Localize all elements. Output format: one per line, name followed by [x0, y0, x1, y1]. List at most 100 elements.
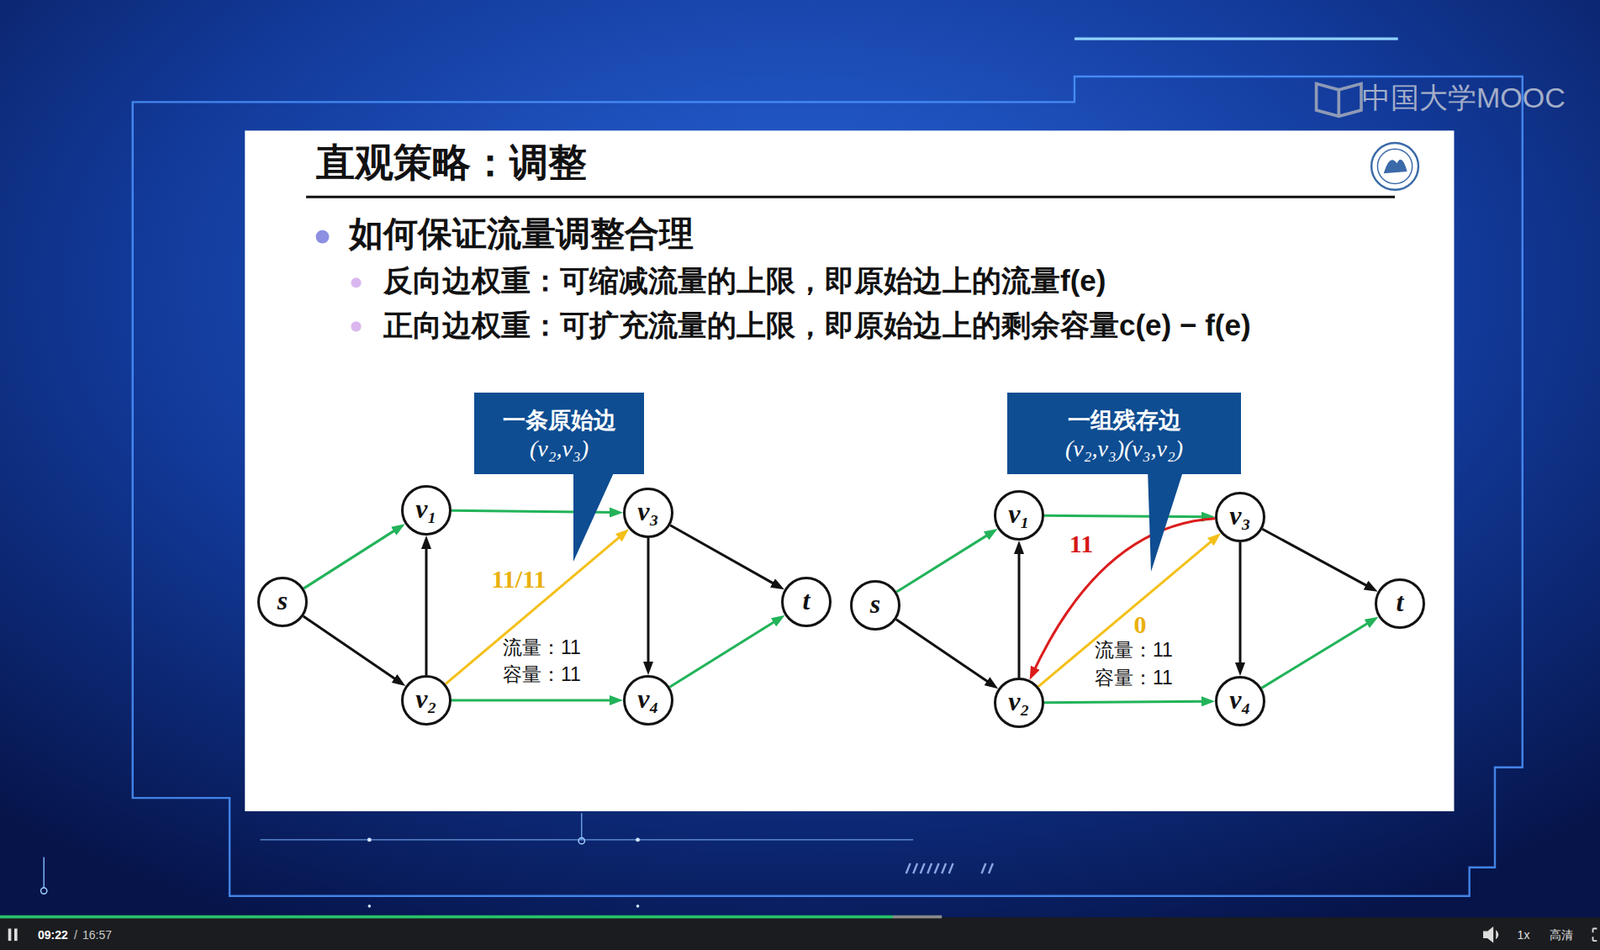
flow-arrow	[303, 616, 402, 683]
vertex-circle	[782, 578, 831, 627]
volume-icon	[1483, 927, 1499, 942]
university-logo	[1371, 142, 1419, 191]
edge-note: 流量：11	[1094, 638, 1173, 663]
player-time: /	[73, 928, 78, 943]
vertex-name: s	[870, 590, 881, 621]
slide-title: 直观策略：调整	[316, 139, 587, 186]
bullet-text: 如何保证流量调整合理	[348, 213, 694, 255]
frame-dot	[578, 837, 585, 844]
frame-line	[1074, 37, 1399, 41]
flow-arrow	[1044, 515, 1210, 517]
flow-arrow	[896, 532, 993, 592]
flow-arrow	[1038, 537, 1217, 687]
vertex-circle	[258, 578, 307, 627]
graph-vertex: t	[1374, 578, 1426, 629]
vertex-circle	[402, 676, 451, 725]
vertex-circle	[1216, 493, 1265, 542]
vertex-name: v₂	[415, 685, 437, 716]
frame-dot	[41, 887, 48, 894]
watermark-icon	[1316, 84, 1362, 117]
graph-vertex: v₄	[623, 675, 674, 726]
frame-line	[42, 857, 44, 888]
progress-played	[0, 915, 893, 919]
flow-arrow	[303, 527, 401, 589]
pause-icon	[14, 929, 18, 942]
edge-note: 流量：11	[502, 636, 581, 661]
flow-arrow	[1044, 701, 1210, 703]
graph-vertex: s	[257, 576, 308, 628]
slide	[244, 130, 1454, 812]
sub-bullet-text: 正向边权重：可扩充流量的上限，即原始边上的剩余容量c(e) − f(e)	[383, 307, 1252, 344]
graph-vertex: v₁	[401, 485, 452, 536]
flow-arrow	[1018, 546, 1021, 678]
graph-vertex: v₄	[1214, 675, 1266, 727]
frame-line	[259, 839, 914, 840]
flow-arrow	[425, 541, 428, 676]
vertex-circle	[402, 486, 451, 535]
frame-dot	[635, 837, 640, 842]
vertex-name: v₂	[1008, 687, 1030, 719]
vertex-name: v₄	[637, 685, 659, 716]
vertex-circle	[1216, 677, 1265, 726]
slash-marks	[906, 863, 993, 874]
progress-buffered	[892, 915, 942, 919]
frame-line	[580, 813, 582, 840]
player-time: 16:57	[82, 928, 112, 943]
flow-arrow	[896, 619, 994, 686]
edge-note: 容量：11	[502, 663, 581, 687]
edge-note: 容量：11	[1094, 666, 1173, 691]
bullet-dot	[350, 277, 361, 288]
graph-vertex: v₃	[623, 487, 674, 539]
frame-dot	[368, 904, 372, 909]
edge-label: 0	[1131, 610, 1150, 639]
callout-heading: 一条原始边	[502, 405, 617, 436]
frame-dot	[367, 837, 372, 842]
flow-arrow	[669, 618, 780, 688]
callout-tail	[573, 469, 616, 562]
graph-vertex: v₃	[1214, 491, 1266, 543]
graph-vertex: t	[781, 576, 832, 628]
callout-tail	[1147, 469, 1184, 572]
graph-vertex: v₂	[401, 675, 452, 726]
vertex-circle	[995, 679, 1044, 728]
flow-arrow	[1262, 528, 1373, 589]
vertex-circle	[624, 489, 673, 538]
callout-box: 一条原始边(v₂,v₃)	[474, 392, 645, 475]
frame-dot	[636, 904, 640, 909]
flow-arrow	[1032, 518, 1215, 676]
graph-vertex: s	[850, 580, 901, 631]
graph-vertex: v₂	[993, 677, 1045, 729]
callout-box: 一组残存边(v₂,v₃)(v₃,v₂)	[1007, 392, 1241, 475]
flow-arrow	[1239, 542, 1242, 671]
edge-label: 11/11	[488, 565, 549, 593]
fullscreen-icon	[1593, 929, 1598, 942]
vertex-name: t	[802, 586, 811, 618]
vertex-name: s	[277, 586, 288, 618]
flow-arrow	[451, 699, 618, 703]
vertex-circle	[624, 676, 673, 725]
vertex-circle	[1376, 580, 1425, 629]
vertex-name: v₄	[1229, 686, 1251, 717]
vertex-name: v₁	[415, 495, 437, 526]
player-time: 09:22	[37, 928, 69, 943]
bullet-dot	[316, 230, 330, 244]
vertex-circle	[851, 581, 900, 630]
pause-icon	[8, 929, 12, 942]
player-quality: 高清	[1549, 928, 1574, 943]
callout-heading: 一组残存边	[1067, 405, 1182, 436]
player-bar	[0, 917, 1600, 950]
vertex-name: v₃	[637, 497, 659, 529]
player-speed: 1x	[1517, 928, 1531, 943]
flow-arrow	[1262, 619, 1374, 688]
sub-bullet-text: 反向边权重：可缩减流量的上限，即原始边上的流量f(e)	[383, 263, 1106, 299]
vertex-name: t	[1396, 588, 1405, 619]
vertex-name: v₃	[1229, 501, 1251, 533]
flow-arrow	[670, 525, 780, 587]
callout-edge-name: (v₂,v₃)	[529, 435, 589, 463]
bullet-dot	[350, 321, 361, 332]
